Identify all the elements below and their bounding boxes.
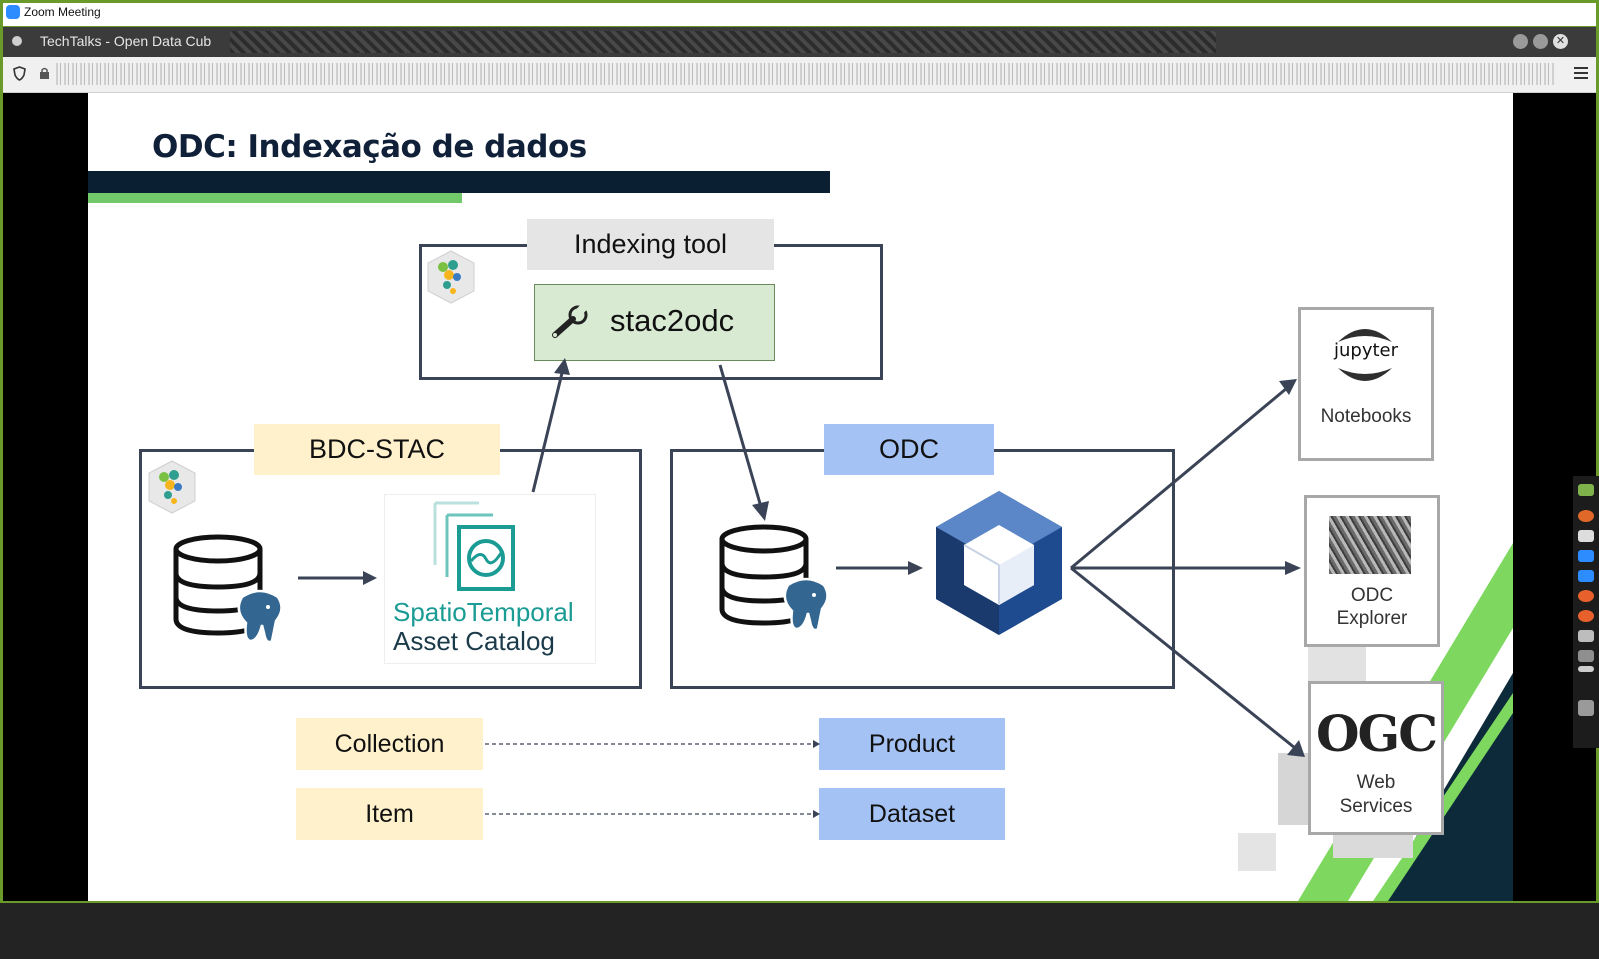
- maximize-button[interactable]: [1533, 34, 1548, 49]
- dock-app-icon[interactable]: [1578, 484, 1594, 496]
- wrench-icon: [549, 303, 589, 346]
- zoom-icon[interactable]: [1578, 550, 1594, 562]
- ogc-word: OGC: [1315, 704, 1438, 763]
- title-underline-dark: [88, 171, 830, 193]
- firefox-icon[interactable]: [1578, 610, 1594, 622]
- taskbar: [0, 903, 1599, 959]
- explorer-line1: ODC: [1350, 585, 1394, 606]
- zoom-titlebar: [3, 3, 1596, 26]
- trash-icon[interactable]: [1578, 700, 1594, 716]
- bdc-logo-icon: [146, 459, 198, 520]
- close-button[interactable]: ✕: [1553, 34, 1568, 49]
- bdc-logo-icon: [425, 249, 477, 310]
- terminal-icon[interactable]: [1578, 530, 1594, 542]
- minimize-button[interactable]: [1513, 34, 1528, 49]
- stac-logo-card: SpatioTemporal Asset Catalog: [384, 494, 596, 664]
- jupyter-logo-icon: [1334, 324, 1396, 391]
- mapping-from-collection: Collection: [296, 718, 483, 770]
- zoom-icon[interactable]: [1578, 570, 1594, 582]
- title-underline-green: [88, 193, 462, 203]
- ogc-line2: Services: [1339, 796, 1413, 817]
- arrow-db-to-stac: [298, 571, 377, 585]
- zoom-logo-icon: [6, 5, 20, 19]
- shield-icon[interactable]: [13, 66, 26, 81]
- files-icon[interactable]: [1578, 650, 1594, 662]
- explorer-line2: Explorer: [1336, 608, 1408, 629]
- slide-title: ODC: Indexação de dados: [152, 129, 587, 165]
- mapping-from-item: Item: [296, 788, 483, 840]
- mapping-to-dataset: Dataset: [819, 788, 1005, 840]
- menu-icon[interactable]: [1574, 66, 1588, 79]
- stac-logo-icon: [431, 501, 521, 598]
- lock-icon: [39, 67, 50, 80]
- postgres-elephant-icon: [778, 577, 834, 640]
- url-field-blurred[interactable]: [56, 63, 1556, 85]
- odc-label: ODC: [824, 424, 994, 475]
- stac-title-line2: Asset Catalog: [393, 626, 555, 656]
- firefox-icon[interactable]: [1578, 590, 1594, 602]
- flow-arrows-indexing: [531, 358, 769, 521]
- mapping-arrows: [485, 740, 820, 818]
- stac2odc-box: stac2odc: [534, 284, 775, 361]
- odc-cube-icon: [934, 489, 1064, 642]
- database-icon: [170, 533, 290, 650]
- odc-explorer-card: ODC Explorer: [1304, 495, 1440, 647]
- arrow-db-to-odc: [836, 561, 923, 575]
- stac2odc-label: stac2odc: [610, 303, 735, 338]
- indexing-tool-label: Indexing tool: [527, 219, 774, 270]
- firefox-icon[interactable]: [1578, 510, 1594, 522]
- mapping-to-product: Product: [819, 718, 1005, 770]
- browser-app-icon: [12, 36, 22, 46]
- window-title: Zoom Meeting: [24, 5, 101, 19]
- workspace-indicator[interactable]: [1578, 666, 1594, 672]
- browser-tab-title[interactable]: TechTalks - Open Data Cub: [40, 33, 212, 49]
- ogc-web-services-card: OGC Web Services: [1308, 681, 1444, 835]
- jupyter-word: jupyter: [1333, 340, 1399, 361]
- presentation-slide: ODC: Indexação de dados Indexing tool st…: [88, 93, 1513, 901]
- jupyter-notebooks-card: jupyter Notebooks: [1298, 307, 1434, 461]
- bdc-stac-label: BDC-STAC: [254, 424, 500, 475]
- notebooks-label: Notebooks: [1320, 406, 1412, 427]
- postgres-elephant-icon: [232, 589, 288, 652]
- flow-arrows-outputs: [1070, 379, 1305, 757]
- editor-icon[interactable]: [1578, 630, 1594, 642]
- browser-titlebar-blur: [230, 31, 1216, 53]
- stac-title-line1: SpatioTemporal: [393, 597, 574, 627]
- side-dock: [1573, 476, 1599, 748]
- ogc-line1: Web: [1356, 772, 1396, 793]
- explorer-thumbnail: [1329, 516, 1411, 574]
